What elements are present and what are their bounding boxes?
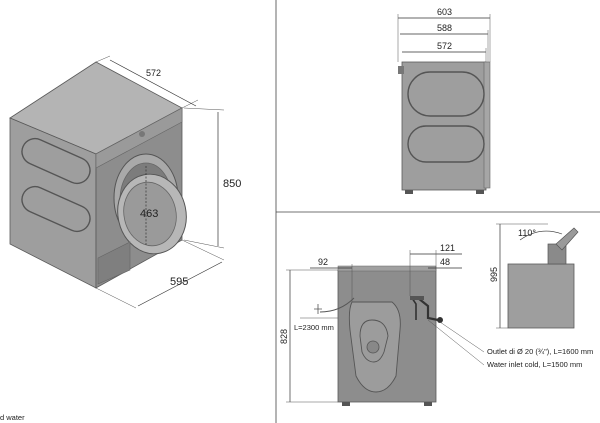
- hose-end: [437, 317, 443, 323]
- inlet-label: Water inlet cold, L=1500 mm: [487, 360, 582, 369]
- rear-foot-left: [342, 402, 350, 406]
- dimension-label-603: 603: [437, 7, 452, 17]
- dimension-label-48: 48: [440, 257, 450, 267]
- plinth-panel: [97, 241, 131, 285]
- side-foot-left: [405, 190, 413, 194]
- dimension-label-828: 828: [279, 329, 289, 344]
- isometric-view: 572 850 595 463: [9, 55, 241, 309]
- control-panel: [95, 107, 183, 169]
- side-door-profile: [483, 61, 491, 189]
- dimension-label-door: 463: [140, 208, 158, 220]
- dimension-label-width: 572: [146, 68, 161, 78]
- dimension-line-width: [109, 59, 197, 107]
- dimension-label-995: 995: [489, 267, 499, 282]
- outlet-leader: [439, 321, 485, 353]
- angle-label: 110°: [518, 228, 536, 238]
- dimension-label-121: 121: [440, 243, 455, 253]
- rear-foot-right: [424, 402, 432, 406]
- side-rear-bracket: [398, 66, 404, 74]
- dimension-label-height: 850: [223, 178, 241, 190]
- open-lid: [555, 227, 579, 251]
- lid-body: [507, 263, 575, 329]
- power-cable: [319, 297, 355, 313]
- dimension-label-588: 588: [437, 23, 452, 33]
- program-knob: [139, 131, 145, 137]
- rear-cover-screw: [366, 340, 380, 354]
- outlet-hose: [417, 297, 439, 322]
- side-pad-lower: [407, 125, 485, 163]
- footer-note: d water: [0, 413, 25, 422]
- dimension-label-depth: 595: [170, 276, 188, 288]
- door-glass: [123, 181, 177, 247]
- power-plug-icon: [314, 304, 322, 314]
- lid-view: 110° 995: [489, 223, 579, 329]
- dimension-label-92: 92: [318, 257, 328, 267]
- rear-cover-recess: [359, 319, 389, 363]
- side-panel-pad-upper: [21, 137, 91, 185]
- dimension-line-depth: [137, 261, 223, 307]
- inlet-leader: [427, 319, 485, 366]
- side-pad-upper: [407, 71, 485, 117]
- rear-view: 92 121 48 828 L=2300 mm Outlet di Ø 20 (…: [279, 243, 593, 406]
- side-foot-right: [476, 190, 484, 194]
- rear-top-edge: [337, 265, 437, 272]
- outlet-label: Outlet di Ø 20 (¾"), L=1600 mm: [487, 347, 593, 356]
- hose-connectors: [410, 296, 424, 300]
- angle-arc: [519, 230, 563, 241]
- side-panel-pad-lower: [21, 185, 91, 233]
- dimension-label-572: 572: [437, 41, 452, 51]
- side-view: 603 588 572: [397, 7, 491, 194]
- power-cable-label: L=2300 mm: [294, 323, 334, 332]
